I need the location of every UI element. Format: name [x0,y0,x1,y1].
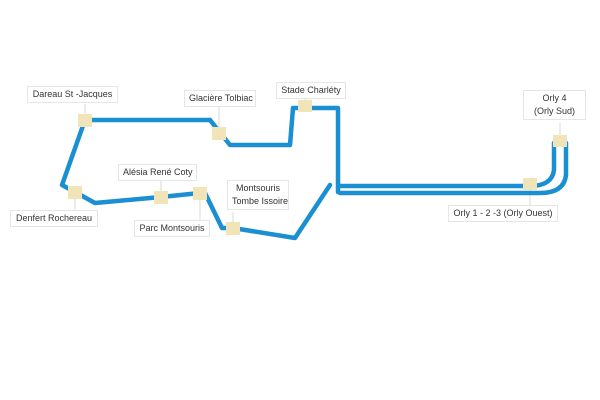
station-name-line1: Orly 4 [542,93,567,103]
stations [68,100,567,235]
station-label-tombe: Montsouris Tombe Issoire [227,180,289,210]
station-marker-parc[interactable] [193,187,207,200]
station-marker-tombe[interactable] [226,222,240,235]
station-marker-denfert[interactable] [68,186,82,199]
label-leader-lines [74,98,561,223]
station-label-glaciere: Glacière Tolbiac [184,90,256,107]
station-label-parc: Parc Montsouris [134,220,210,237]
station-marker-orly4[interactable] [553,135,567,147]
station-marker-dareau[interactable] [78,114,92,127]
station-label-alesia: Alésia René Coty [118,164,197,181]
station-name: Orly 1 - 2 -3 (Orly Ouest) [453,208,553,218]
station-label-dareau: Dareau St -Jacques [27,86,118,103]
station-name-line1: Montsouris [235,183,280,193]
station-name: Alésia René Coty [123,167,193,177]
station-name: Dareau St -Jacques [32,89,113,99]
station-label-orly123: Orly 1 - 2 -3 (Orly Ouest) [448,205,558,222]
station-name: Denfert Rochereau [15,213,93,223]
station-name: Stade Charléty [281,85,341,95]
station-label-orly4: Orly 4 (Orly Sud) [523,90,586,120]
station-name: Parc Montsouris [139,223,205,233]
station-marker-alesia[interactable] [154,191,168,204]
station-label-denfert: Denfert Rochereau [10,210,98,227]
station-name: Glacière Tolbiac [189,93,253,103]
station-name-line2: Tombe Issoire [232,196,289,206]
station-label-charlety: Stade Charléty [276,82,346,99]
station-marker-glaciere[interactable] [212,127,226,140]
station-marker-charlety[interactable] [298,100,312,112]
station-marker-orly123[interactable] [523,178,537,190]
station-name-line2: (Orly Sud) [533,106,575,116]
